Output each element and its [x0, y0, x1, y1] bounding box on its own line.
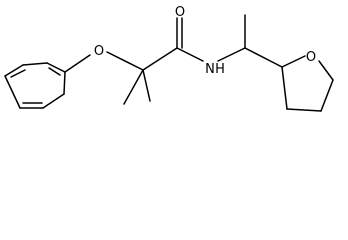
main-chain: [64, 14, 283, 105]
ether-oxygen-label: O: [94, 44, 104, 59]
bond: [4, 75, 21, 109]
bond: [123, 69, 144, 105]
amide-hydrogen-label: H: [215, 62, 225, 77]
bond: [142, 47, 178, 71]
bond: [63, 71, 66, 95]
bond: [176, 47, 204, 62]
bond: [22, 62, 48, 66]
phenyl-ring: [4, 62, 66, 109]
tetrahydrofuran-ring: [281, 55, 334, 112]
bond: [286, 108, 322, 112]
bond: [64, 54, 91, 73]
ring-oxygen-label: O: [306, 50, 316, 65]
carbonyl-oxygen-label: O: [175, 5, 185, 20]
bond: [106, 51, 144, 71]
molecular-structure: O O N H O: [4, 5, 334, 112]
aromatic-double-bond: [10, 69, 26, 78]
bond: [281, 66, 288, 110]
bond: [281, 55, 306, 68]
bond: [42, 93, 65, 109]
bond: [142, 69, 151, 102]
aromatic-double-bond: [48, 67, 61, 76]
bond: [46, 62, 66, 73]
bond: [318, 60, 334, 81]
bond: [217, 47, 246, 62]
bond: [4, 64, 24, 77]
bond: [244, 47, 283, 68]
bond: [320, 79, 334, 112]
amide-nitrogen-label: N: [205, 62, 215, 77]
